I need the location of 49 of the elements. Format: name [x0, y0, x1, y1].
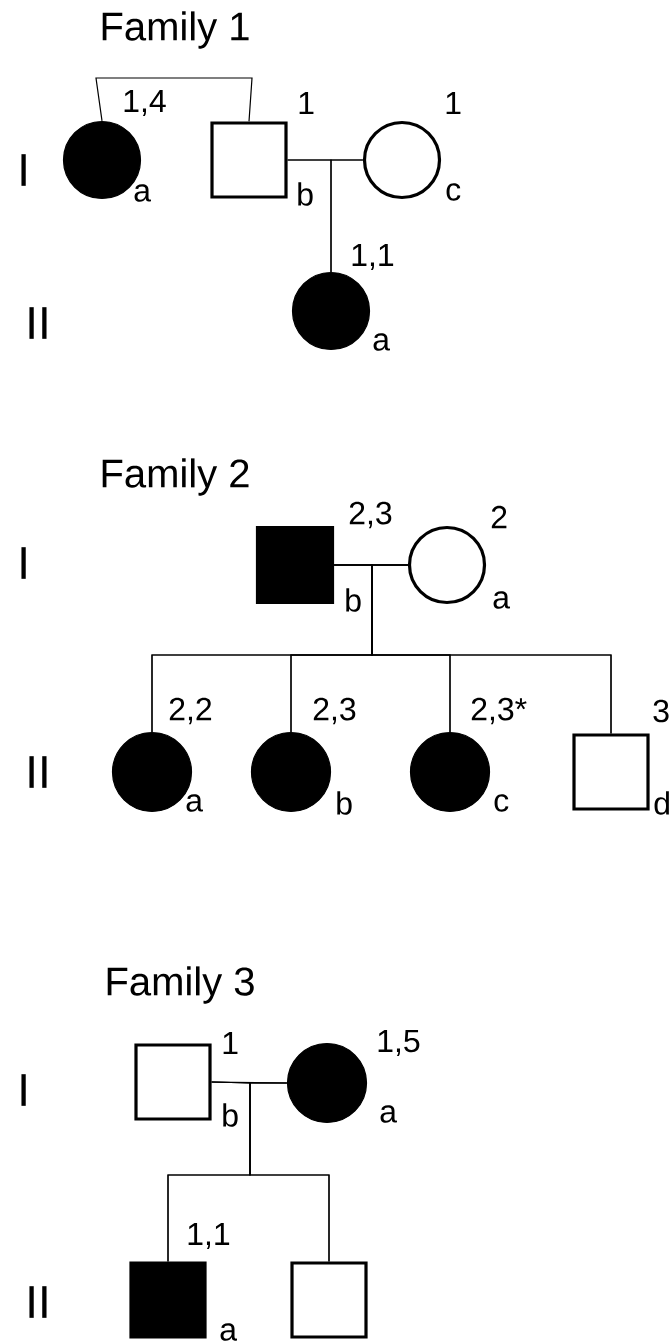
- generation-label: II: [29, 307, 47, 339]
- haplotype-label: 1,1: [188, 1222, 230, 1250]
- individual-letter: b: [337, 791, 352, 815]
- generation-label: I: [21, 547, 26, 579]
- individual-letter: c: [494, 794, 509, 812]
- haplotype-label: 1: [299, 92, 314, 114]
- family-heading: Family 2: [102, 458, 249, 496]
- haplotype-label: 2,3*: [471, 697, 527, 725]
- affected-female-circle: [291, 271, 371, 351]
- generation-label: I: [21, 1074, 26, 1106]
- individual-letter: a: [493, 591, 510, 609]
- generation-label: II: [29, 1286, 47, 1318]
- haplotype-label: 2,2: [169, 697, 212, 725]
- pedigree-line: [249, 1082, 330, 1262]
- family-heading: Family 3: [107, 966, 254, 1004]
- affected-female-circle: [286, 1042, 368, 1124]
- generation-label: II: [29, 756, 47, 788]
- haplotype-label: 1,4: [124, 89, 166, 117]
- individual-letter: c: [446, 183, 461, 201]
- individual-letter: b: [298, 182, 313, 206]
- individual-letter: d: [654, 791, 669, 815]
- individual-letter: a: [220, 1323, 237, 1341]
- male-square: [210, 121, 288, 199]
- pedigree-line: [95, 77, 253, 122]
- affected-female-circle: [409, 731, 491, 813]
- individual-letter: a: [186, 794, 203, 812]
- haplotype-label: 3: [653, 699, 669, 723]
- affected-male-square: [129, 1261, 207, 1339]
- individual-letter: b: [346, 588, 361, 612]
- male-square: [290, 1261, 368, 1339]
- individual-letter: b: [223, 1103, 238, 1127]
- individual-letter: a: [373, 333, 390, 351]
- male-square: [572, 733, 650, 811]
- haplotype-label: 2,3: [313, 697, 356, 725]
- pedigree-line: [330, 159, 364, 273]
- haplotype-label: 1,5: [378, 1029, 420, 1057]
- male-square: [134, 1043, 212, 1121]
- female-circle: [362, 120, 442, 200]
- haplotype-label: 2: [491, 505, 507, 529]
- individual-letter: a: [134, 184, 151, 202]
- affected-male-square: [255, 525, 335, 605]
- family-heading: Family 1: [102, 11, 249, 49]
- affected-female-circle: [250, 731, 332, 813]
- individual-letter: a: [380, 1105, 397, 1123]
- haplotype-label: 1: [446, 92, 461, 114]
- haplotype-label: 1: [223, 1032, 238, 1054]
- haplotype-label: 2,3: [349, 501, 392, 529]
- female-circle: [407, 525, 487, 605]
- haplotype-label: 1,1: [352, 243, 394, 271]
